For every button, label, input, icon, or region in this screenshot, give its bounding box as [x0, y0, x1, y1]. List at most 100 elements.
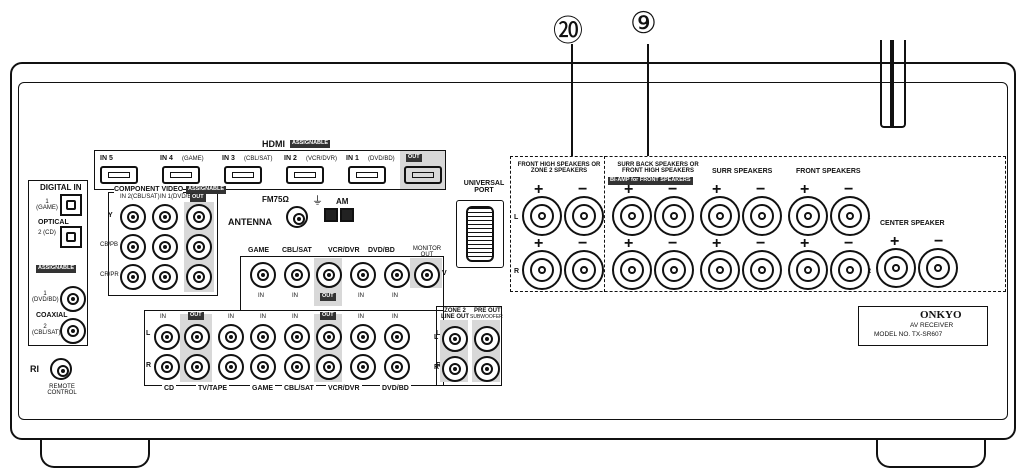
- coax-1-jack[interactable]: [60, 286, 86, 312]
- plus-sign: +: [534, 235, 544, 252]
- front-r-minus[interactable]: [830, 250, 870, 290]
- plus-sign: +: [712, 181, 722, 198]
- optical-1-port[interactable]: [60, 194, 82, 216]
- cd-l-jack[interactable]: [154, 324, 180, 350]
- component-out-cr[interactable]: [186, 264, 212, 290]
- surr-back-r-minus[interactable]: [654, 250, 694, 290]
- surr-r-minus[interactable]: [742, 250, 782, 290]
- hdmi-in5-label: IN 5: [100, 155, 113, 162]
- brand-model: MODEL NO. TX-SR607: [874, 331, 943, 338]
- chassis-outer: [10, 62, 1016, 440]
- component-in2-y[interactable]: [120, 204, 146, 230]
- callout-line-9: [647, 44, 649, 156]
- game-video-in[interactable]: [250, 262, 276, 288]
- component-cb-label: CB/PB: [100, 242, 119, 248]
- hdmi-out-port[interactable]: [404, 166, 442, 184]
- game-audio-r-jack[interactable]: [250, 354, 276, 380]
- tvtape-out-r-jack[interactable]: [184, 354, 210, 380]
- front-high-l-plus[interactable]: [522, 196, 562, 236]
- tvtape-in-r-jack[interactable]: [218, 354, 244, 380]
- component-in2-label: IN 2(CBL/SAT): [120, 194, 160, 200]
- component-assignable: ASSIGNABLE: [186, 186, 227, 194]
- surr-back-l-minus[interactable]: [654, 196, 694, 236]
- biamp-label: BI-AMP for FRONT SPEAKERS: [608, 177, 693, 185]
- surr-back-l-plus[interactable]: [612, 196, 652, 236]
- subwoofer-jack-2[interactable]: [474, 356, 500, 382]
- dvd-audio-r-jack[interactable]: [384, 354, 410, 380]
- front-high-r-minus[interactable]: [564, 250, 604, 290]
- component-in1-y[interactable]: [152, 204, 178, 230]
- dvd-audio-l-jack[interactable]: [384, 324, 410, 350]
- vcr-in-l-jack[interactable]: [350, 324, 376, 350]
- zone2-r-label: R: [434, 364, 440, 371]
- component-title: COMPONENT VIDEO: [114, 186, 184, 193]
- center-plus[interactable]: [876, 248, 916, 288]
- surr-back-r-plus[interactable]: [612, 250, 652, 290]
- minus-sign: −: [756, 181, 766, 198]
- tvtape-out-label: OUT: [188, 312, 204, 320]
- hdmi-title: HDMI: [262, 139, 285, 149]
- cbl-audio-r-jack[interactable]: [284, 354, 310, 380]
- antenna-title: ANTENNA: [228, 217, 272, 227]
- component-in1-cr[interactable]: [152, 264, 178, 290]
- front-l-plus[interactable]: [788, 196, 828, 236]
- brand-name: ONKYO: [920, 309, 962, 321]
- minus-sign: −: [934, 233, 944, 250]
- vcr-out-l-jack[interactable]: [316, 324, 342, 350]
- fm-antenna-jack[interactable]: [286, 206, 308, 228]
- plus-sign: +: [624, 181, 634, 198]
- center-minus[interactable]: [918, 248, 958, 288]
- coaxial-label: COAXIAL: [36, 312, 68, 319]
- tvtape-in-l-jack[interactable]: [218, 324, 244, 350]
- front-high-label: FRONT HIGH SPEAKERS OR ZONE 2 SPEAKERS: [517, 162, 601, 174]
- front-high-l-minus[interactable]: [564, 196, 604, 236]
- game-audio-l-jack[interactable]: [250, 324, 276, 350]
- optical-2-port[interactable]: [60, 226, 82, 248]
- surr-r-plus[interactable]: [700, 250, 740, 290]
- tvtape-out-l-jack[interactable]: [184, 324, 210, 350]
- cbl-video-in[interactable]: [284, 262, 310, 288]
- hdmi-in3-port[interactable]: [224, 166, 262, 184]
- front-l-minus[interactable]: [830, 196, 870, 236]
- hdmi-in5-port[interactable]: [100, 166, 138, 184]
- zone2-l-jack[interactable]: [442, 326, 468, 352]
- hdmi-in2-port[interactable]: [286, 166, 324, 184]
- universal-port-connector[interactable]: [466, 206, 494, 262]
- zone2-label: ZONE 2 LINE OUT: [441, 308, 469, 320]
- zone2-l-label: L: [434, 334, 439, 341]
- component-out-y[interactable]: [186, 204, 212, 230]
- component-y-label: Y: [108, 212, 113, 219]
- optical-2-label: 2 (CD): [38, 230, 56, 236]
- surr-l-plus[interactable]: [700, 196, 740, 236]
- hdmi-in4-sub: (GAME): [182, 156, 204, 162]
- hdmi-in4-port[interactable]: [162, 166, 200, 184]
- front-high-r-plus[interactable]: [522, 250, 562, 290]
- zone2-r-jack[interactable]: [442, 356, 468, 382]
- monitor-out-jack[interactable]: [414, 262, 440, 288]
- am-terminal-1[interactable]: [324, 208, 338, 222]
- surr-l-minus[interactable]: [742, 196, 782, 236]
- speaker-section: [510, 156, 1006, 292]
- cbl-audio-l-jack[interactable]: [284, 324, 310, 350]
- hdmi-in3-label: IN 3: [222, 155, 235, 162]
- component-in2-cr[interactable]: [120, 264, 146, 290]
- front-r-plus[interactable]: [788, 250, 828, 290]
- audio-vcr-label: VCR/DVR: [326, 385, 362, 392]
- hdmi-in1-port[interactable]: [348, 166, 386, 184]
- vcr-out-r-jack[interactable]: [316, 354, 342, 380]
- component-out-cb[interactable]: [186, 234, 212, 260]
- dvd-video-in[interactable]: [384, 262, 410, 288]
- subwoofer-jack-1[interactable]: [474, 326, 500, 352]
- cd-r-jack[interactable]: [154, 354, 180, 380]
- coax-2-jack[interactable]: [60, 318, 86, 344]
- vcr-video-in[interactable]: [350, 262, 376, 288]
- front-label: FRONT SPEAKERS: [796, 168, 861, 175]
- component-in1-cb[interactable]: [152, 234, 178, 260]
- vcr-in-r-jack[interactable]: [350, 354, 376, 380]
- vcr-video-out[interactable]: [316, 262, 342, 288]
- audio-game-label: GAME: [250, 385, 275, 392]
- remote-control-jack[interactable]: [50, 358, 72, 380]
- component-in2-cb[interactable]: [120, 234, 146, 260]
- am-terminal-2[interactable]: [340, 208, 354, 222]
- left-foot: [40, 438, 150, 468]
